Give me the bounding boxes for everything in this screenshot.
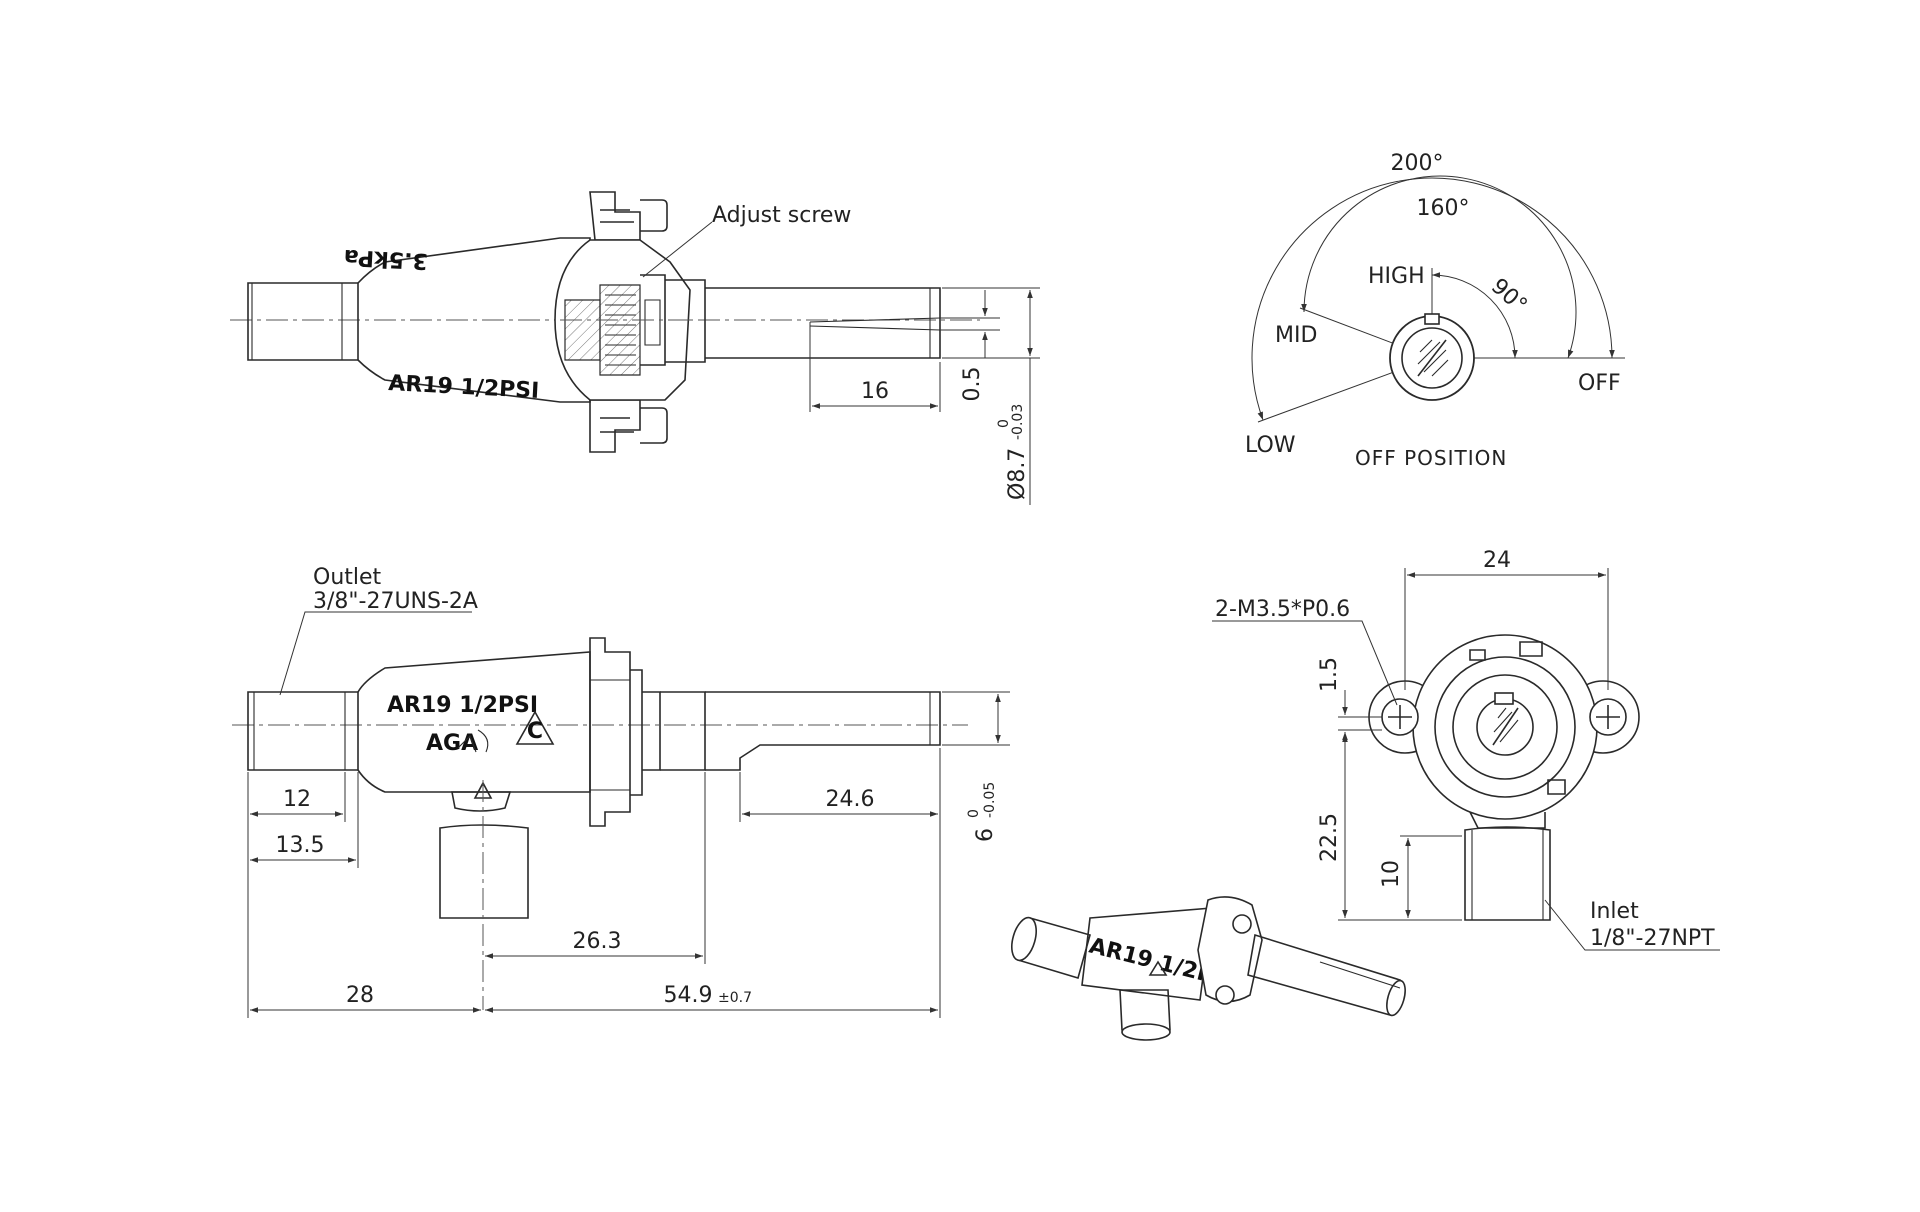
angle-200-label: 200°	[1391, 151, 1444, 176]
dial-flat-line	[1417, 339, 1447, 377]
inlet-title: Inlet	[1590, 899, 1639, 924]
front-flange	[589, 637, 631, 827]
dim-54-9-tol: ±0.7	[718, 990, 752, 1006]
iso-stem-slot	[1319, 961, 1401, 989]
adjust-screw-threads	[605, 294, 636, 366]
dim-6-tol-lower: -0.05	[982, 782, 998, 818]
off-position-caption: OFF POSITION	[1355, 446, 1507, 470]
iso-screw-upper	[1232, 914, 1252, 934]
arc-90	[1431, 272, 1518, 359]
dim-dia-8-7: Ø8.7	[1005, 448, 1030, 500]
dim-22-5: 22.5	[1317, 813, 1342, 862]
front-body-marking: AR19 1/2PSI	[387, 693, 538, 718]
dim-26-3: 26.3	[573, 929, 622, 954]
front-body-marking-aga: AGA	[426, 731, 478, 756]
angle-160-label: 160°	[1417, 196, 1470, 221]
dim-0-5: 0.5	[960, 367, 985, 402]
isometric-view: AR19 1/2PSI	[1011, 896, 1406, 1041]
certification-c-letter: C	[527, 719, 543, 744]
top-body-marking: AR19 1/2PSI	[388, 371, 540, 404]
dim-28: 28	[346, 983, 374, 1008]
side-boss	[1452, 674, 1558, 780]
top-view: AR19 1/2PSI 3.5kPa Adjust screw 16	[230, 191, 1040, 505]
top-ear-lower	[589, 399, 641, 453]
dial-notch	[1424, 313, 1440, 325]
dim-6-tol-upper: 0	[966, 809, 982, 818]
top-stem	[705, 287, 941, 359]
iso-stem	[1247, 933, 1401, 1016]
top-stem-collar	[665, 279, 706, 363]
phillips-icon-right	[1596, 705, 1620, 729]
front-inlet-fitting	[439, 824, 529, 919]
iso-body	[1081, 907, 1213, 1001]
dim-10: 10	[1379, 860, 1404, 888]
front-outlet-fitting	[247, 691, 359, 771]
dim-12: 12	[283, 787, 311, 812]
dim-13-5: 13.5	[276, 833, 325, 858]
outlet-leader	[279, 611, 472, 696]
front-screw-head	[642, 691, 661, 771]
side-stem-flat	[1492, 707, 1519, 746]
front-stem	[705, 691, 941, 771]
adjust-screw-label: Adjust screw	[712, 203, 851, 228]
arc-160	[1301, 175, 1577, 359]
side-inlet-fitting	[1464, 826, 1551, 921]
high-label: HIGH	[1368, 264, 1425, 289]
outlet-spec: 3/8"-27UNS-2A	[313, 589, 478, 614]
dim-6: 6	[973, 828, 998, 842]
dim-24-6: 24.6	[826, 787, 875, 812]
outlet-title: Outlet	[313, 565, 382, 590]
inlet-leader	[1544, 899, 1720, 951]
front-inlet-neck	[451, 791, 512, 812]
adjust-screw-leader	[642, 221, 713, 278]
dim-16: 16	[861, 379, 889, 404]
dial-shaft-inner	[1401, 327, 1463, 389]
top-ear-upper	[589, 191, 641, 241]
adjust-screw-body	[640, 274, 666, 366]
dial-view: 200° 160° 90° HIGH MID LOW OFF OFF POSIT…	[1245, 151, 1625, 470]
phillips-icon-left	[1388, 705, 1412, 729]
front-view: AR19 1/2PSI AGA C Outlet 3/8"-27UNS-2A 1	[232, 565, 1010, 1018]
front-stem-collar	[660, 691, 706, 771]
arc-200	[1251, 177, 1615, 421]
front-valve-body	[357, 651, 591, 793]
top-stem-slot	[809, 317, 941, 331]
iso-triangle-icon	[1148, 960, 1168, 976]
thread-callout-leader	[1212, 620, 1398, 706]
thread-callout: 2-M3.5*P0.6	[1215, 597, 1350, 622]
front-flange-boss	[630, 669, 643, 796]
dim-24: 24	[1483, 548, 1511, 573]
off-label: OFF	[1578, 371, 1621, 396]
certification-triangle-icon	[515, 710, 555, 745]
top-screw-head-lower	[640, 407, 668, 444]
top-screw-head-upper	[640, 199, 668, 232]
dim-dia-tol-lower: -0.03	[1010, 404, 1026, 440]
side-body-tabs	[1469, 641, 1566, 795]
aga-flame-icon	[457, 729, 489, 753]
dim-dia-tol-upper: 0	[996, 419, 1012, 428]
dim-54-9: 54.9	[664, 983, 713, 1008]
top-body-marking-reversed: 3.5kPa	[343, 244, 428, 273]
inlet-spec: 1/8"-27NPT	[1590, 926, 1715, 951]
side-view: 2-M3.5*P0.6 Inlet 1/8"-27NPT 24 1.5 22.5…	[1212, 548, 1720, 951]
low-label: LOW	[1245, 433, 1296, 458]
dim-1-5: 1.5	[1317, 657, 1342, 692]
iso-screw-lower	[1215, 985, 1235, 1005]
mid-label: MID	[1275, 323, 1317, 348]
angle-90-label: 90°	[1486, 274, 1532, 319]
